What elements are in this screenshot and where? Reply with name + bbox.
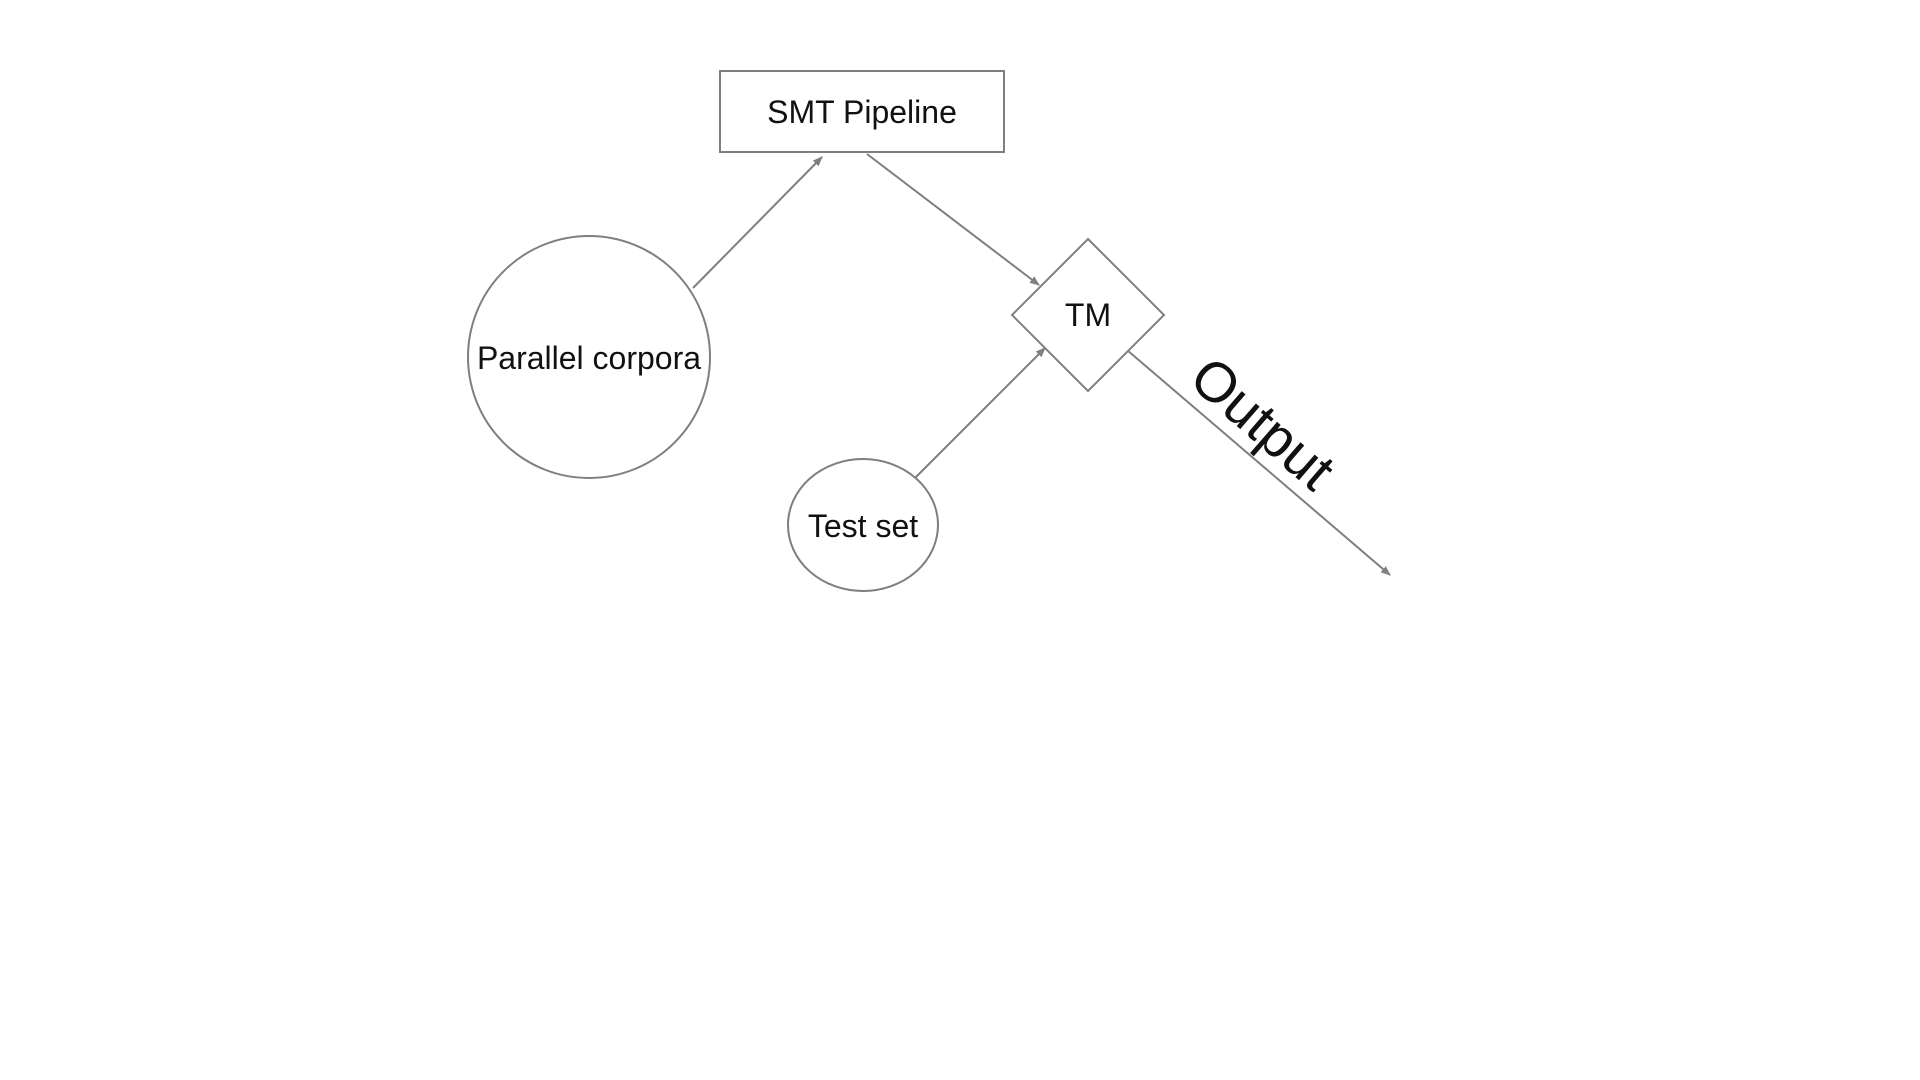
edge-pipeline-to-tm [866, 153, 1040, 286]
parallel-corpora-node: Parallel corpora [467, 235, 711, 479]
smt-pipeline-node: SMT Pipeline [719, 70, 1005, 153]
test-set-label: Test set [808, 508, 918, 544]
edge-corpora-to-pipeline [692, 156, 823, 289]
tm-label: TM [1065, 297, 1111, 333]
output-edge-label: Output [1179, 344, 1348, 502]
edge-tm-output [1126, 349, 1391, 576]
tm-node: TM [1010, 237, 1166, 393]
smt-pipeline-label: SMT Pipeline [767, 94, 957, 130]
edge-testset-to-tm [914, 347, 1046, 479]
test-set-node: Test set [787, 458, 939, 592]
parallel-corpora-label: Parallel corpora [477, 340, 701, 376]
